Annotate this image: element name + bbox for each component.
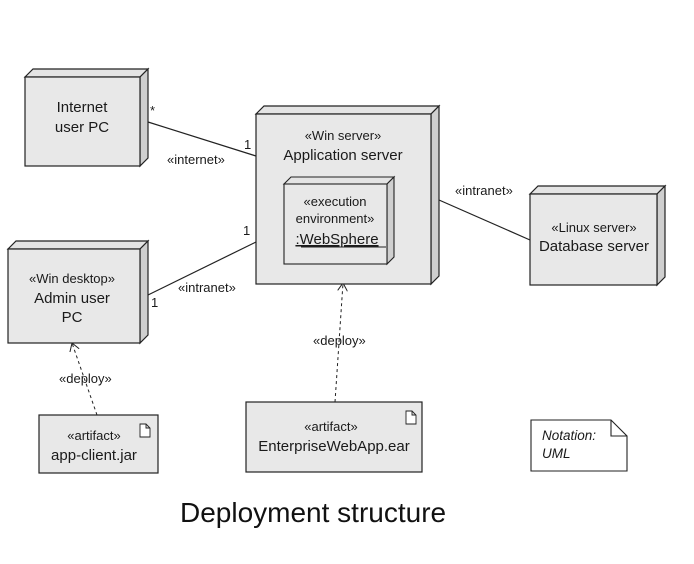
internet-edge-label: «internet» bbox=[167, 152, 225, 167]
note-line-1: Notation: bbox=[542, 428, 596, 443]
intranet-db-edge-label: «intranet» bbox=[455, 183, 513, 198]
intranet-admin-edge-label: «intranet» bbox=[178, 280, 236, 295]
note-line-2: UML bbox=[542, 446, 571, 461]
intranet-admin-link bbox=[147, 241, 257, 296]
deploy-jar-arrow bbox=[72, 343, 98, 416]
intranet-admin-mult-pc: 1 bbox=[151, 295, 158, 310]
app-server-stereotype: «Win server» bbox=[305, 128, 382, 143]
internet-pc-line-2: user PC bbox=[55, 119, 109, 136]
internet-link bbox=[147, 121, 257, 157]
client-jar-name: app-client.jar bbox=[51, 447, 137, 464]
artifact-app-client-jar: «artifact» app-client.jar bbox=[38, 414, 159, 474]
diagram-caption: Deployment structure bbox=[180, 497, 446, 528]
artifact-document-icon bbox=[139, 423, 151, 438]
admin-user-pc-node: «Win desktop» Admin user PC bbox=[6, 239, 150, 345]
application-server-node: «Win server» Application server «executi… bbox=[254, 104, 441, 286]
admin-pc-line-2: PC bbox=[62, 309, 83, 326]
admin-pc-stereotype: «Win desktop» bbox=[29, 271, 115, 286]
deploy-jar-label: «deploy» bbox=[59, 371, 112, 386]
client-jar-stereotype: «artifact» bbox=[67, 428, 120, 443]
internet-mult-star: * bbox=[150, 103, 155, 118]
exec-env-line-2: environment» bbox=[296, 211, 375, 226]
deploy-ear-arrow bbox=[334, 283, 343, 403]
intranet-admin-mult-server: 1 bbox=[243, 223, 250, 238]
exec-env-line-1: «execution bbox=[304, 194, 367, 209]
artifact-enterprisewebapp-ear: «artifact» EnterpriseWebApp.ear bbox=[245, 401, 423, 473]
db-server-stereotype: «Linux server» bbox=[551, 220, 636, 235]
internet-mult-one: 1 bbox=[244, 137, 251, 152]
notation-note: Notation: UML bbox=[530, 419, 628, 472]
database-server-node: «Linux server» Database server bbox=[528, 184, 667, 287]
deploy-ear-label: «deploy» bbox=[313, 333, 366, 348]
artifact-document-icon bbox=[405, 410, 417, 425]
ear-stereotype: «artifact» bbox=[304, 419, 357, 434]
intranet-db-link bbox=[438, 199, 531, 241]
websphere-execution-environment: «execution environment» :WebSphere bbox=[282, 175, 396, 266]
db-server-name: Database server bbox=[539, 238, 649, 255]
ear-name: EnterpriseWebApp.ear bbox=[258, 438, 409, 455]
exec-env-name: :WebSphere bbox=[295, 231, 378, 248]
app-server-name: Application server bbox=[283, 147, 402, 164]
admin-pc-line-1: Admin user bbox=[34, 290, 110, 307]
internet-user-pc-node: Internet user PC bbox=[23, 67, 150, 168]
connector-lines bbox=[72, 121, 531, 416]
internet-pc-line-1: Internet bbox=[57, 99, 109, 116]
